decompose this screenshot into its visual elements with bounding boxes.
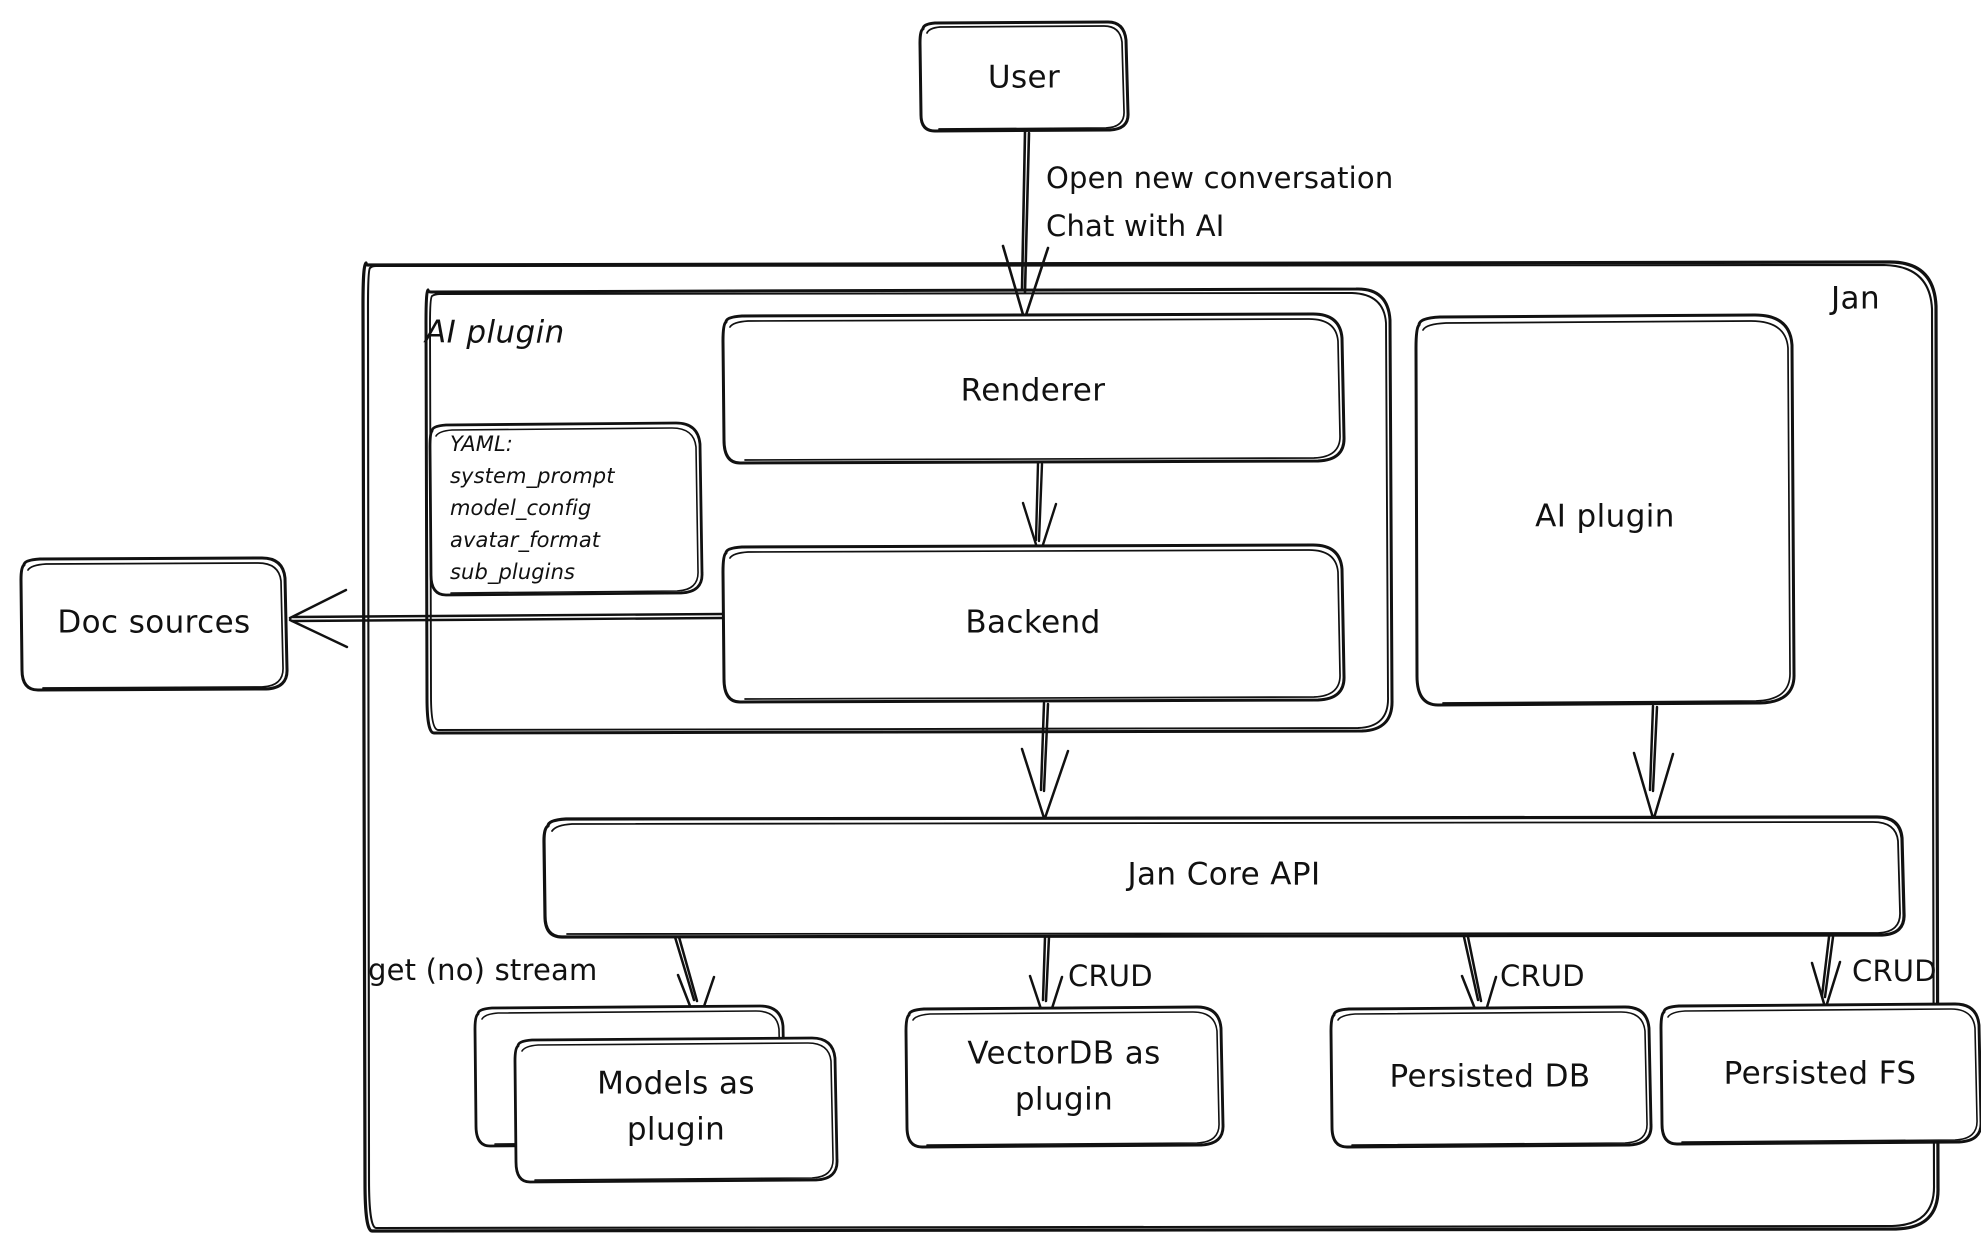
yaml-key-model-config: model_config: [450, 496, 591, 521]
node-models-plugin-label-2: plugin: [627, 1112, 725, 1148]
edge-core-vectordb-label: CRUD: [1068, 959, 1153, 993]
edge-core-to-models: get (no) stream: [368, 935, 716, 1026]
yaml-key-sub-plugins: sub_plugins: [450, 560, 575, 585]
edge-user-to-renderer: Open new conversation Chat with AI: [1001, 130, 1393, 320]
node-jan-core-api[interactable]: Jan Core API: [542, 815, 1906, 939]
edge-core-to-persisted-db: CRUD: [1460, 935, 1585, 1026]
node-persisted-db-label: Persisted DB: [1389, 1059, 1590, 1095]
jan-container-label: Jan: [1829, 281, 1880, 317]
edge-core-persisted-fs-label: CRUD: [1852, 954, 1937, 988]
edge-renderer-to-backend: [1021, 461, 1058, 556]
node-models-plugin[interactable]: Models as plugin: [473, 1004, 839, 1184]
yaml-header: YAML:: [450, 432, 513, 456]
edge-core-to-persisted-fs: CRUD: [1810, 935, 1937, 1009]
edge-core-persisted-db-label: CRUD: [1500, 959, 1585, 993]
node-jan-core-api-label: Jan Core API: [1125, 857, 1320, 893]
edge-core-to-vectordb: CRUD: [1028, 935, 1153, 1026]
edge-ai-plugin-to-core: [1632, 704, 1675, 820]
yaml-key-system-prompt: system_prompt: [450, 464, 615, 489]
node-vectordb-plugin[interactable]: VectorDB as plugin: [904, 1005, 1225, 1149]
container-jan: [361, 260, 1940, 1233]
node-persisted-fs-label: Persisted FS: [1724, 1056, 1917, 1092]
node-models-plugin-label-1: Models as: [597, 1066, 755, 1102]
node-backend[interactable]: Backend: [721, 543, 1346, 704]
node-vectordb-plugin-label-2: plugin: [1015, 1082, 1113, 1118]
node-vectordb-plugin-label-1: VectorDB as: [967, 1036, 1160, 1072]
edge-user-renderer-label-2: Chat with AI: [1046, 209, 1225, 243]
node-backend-label: Backend: [965, 605, 1100, 641]
edge-core-models-label: get (no) stream: [368, 953, 597, 987]
card-yaml-config: YAML: system_prompt model_config avatar_…: [428, 421, 704, 597]
yaml-key-avatar-format: avatar_format: [450, 528, 601, 553]
node-renderer-label: Renderer: [961, 373, 1106, 409]
node-user-label: User: [988, 60, 1060, 96]
node-ai-plugin-label: AI plugin: [1535, 499, 1675, 535]
edge-backend-to-core: [1020, 701, 1070, 820]
node-doc-sources[interactable]: Doc sources: [19, 556, 289, 692]
node-ai-plugin[interactable]: AI plugin: [1414, 313, 1796, 707]
node-persisted-db[interactable]: Persisted DB: [1329, 1005, 1653, 1149]
container-ai-plugin-group: AI plugin: [423, 287, 1394, 735]
edge-user-renderer-label-1: Open new conversation: [1046, 161, 1393, 195]
edge-backend-to-doc-sources: [288, 588, 725, 649]
node-renderer[interactable]: Renderer: [721, 312, 1346, 465]
node-doc-sources-label: Doc sources: [57, 605, 250, 641]
ai-plugin-group-label: AI plugin: [423, 315, 565, 351]
node-persisted-fs[interactable]: Persisted FS: [1659, 1002, 1981, 1146]
node-user[interactable]: User: [918, 20, 1130, 133]
